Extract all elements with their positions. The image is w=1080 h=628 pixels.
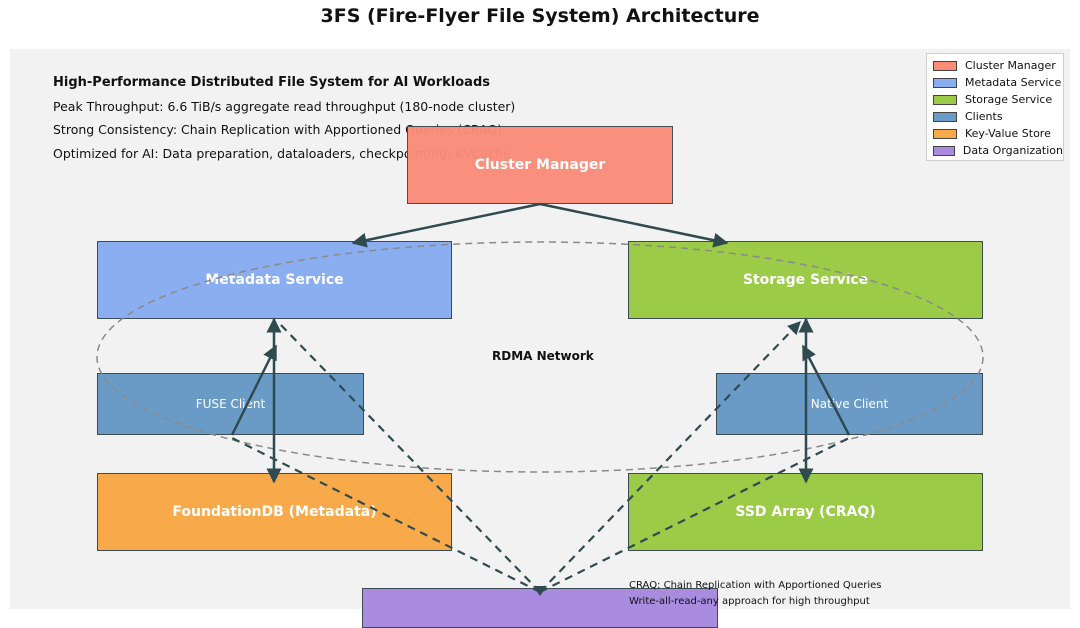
fuse-client-node: FUSE Client <box>97 373 364 435</box>
foundationdb-node: FoundationDB (Metadata) <box>97 473 452 551</box>
legend-item: Data Organization <box>933 142 1063 159</box>
legend-swatch <box>933 145 955 156</box>
cluster-manager-node: Cluster Manager <box>407 126 673 204</box>
craq-note: Write-all-read-any approach for high thr… <box>629 596 870 607</box>
legend-item: Key-Value Store <box>933 125 1063 142</box>
storage-service-node: Storage Service <box>628 241 983 319</box>
legend-label: Data Organization <box>962 144 1063 157</box>
legend-item: Cluster Manager <box>933 57 1063 74</box>
legend-swatch <box>933 77 957 88</box>
craq-note: CRAQ: Chain Replication with Apportioned… <box>629 580 882 591</box>
description-heading: High-Performance Distributed File System… <box>53 75 490 90</box>
metadata-service-node: Metadata Service <box>97 241 452 319</box>
data-organization-node <box>362 588 718 628</box>
description-line: Strong Consistency: Chain Replication wi… <box>53 122 503 137</box>
diagram-title: 3FS (Fire-Flyer File System) Architectur… <box>320 5 760 27</box>
legend-label: Metadata Service <box>965 76 1062 89</box>
legend-label: Cluster Manager <box>965 59 1056 72</box>
legend-label: Key-Value Store <box>965 127 1051 140</box>
legend-label: Storage Service <box>965 93 1053 106</box>
legend-item: Clients <box>933 108 1063 125</box>
legend-swatch <box>933 94 957 105</box>
legend: Cluster Manager Metadata Service Storage… <box>926 53 1064 161</box>
legend-label: Clients <box>965 110 1003 123</box>
legend-swatch <box>933 128 957 139</box>
native-client-node: Native Client <box>716 373 983 435</box>
rdma-network-label: RDMA Network <box>492 349 594 363</box>
ssd-array-node: SSD Array (CRAQ) <box>628 473 983 551</box>
description-line: Peak Throughput: 6.6 TiB/s aggregate rea… <box>53 99 516 114</box>
legend-item: Metadata Service <box>933 74 1063 91</box>
legend-swatch <box>933 60 957 71</box>
description-line: Optimized for AI: Data preparation, data… <box>53 146 511 161</box>
legend-item: Storage Service <box>933 91 1063 108</box>
legend-swatch <box>933 111 957 122</box>
